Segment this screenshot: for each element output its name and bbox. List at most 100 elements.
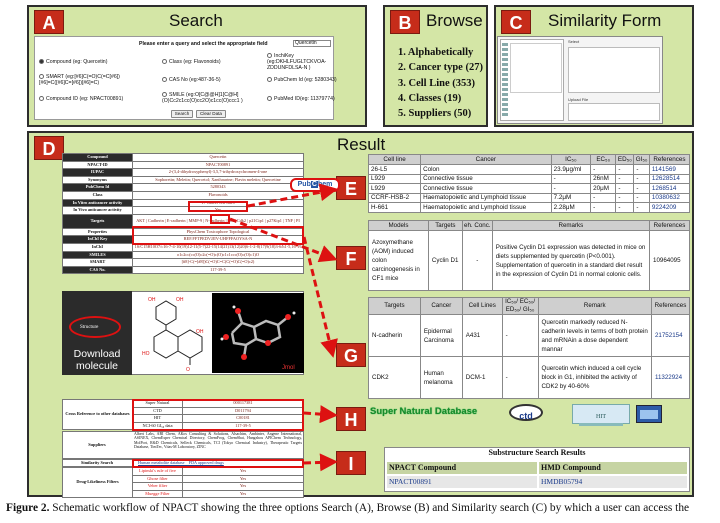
info-key: Properties bbox=[62, 227, 133, 237]
option-smile[interactable]: SMILE (eg:O[C@@H]1[C@H](O)Cc2c1cc(O)cc2O… bbox=[162, 92, 243, 104]
highlight-targets bbox=[132, 226, 304, 245]
option-pubmed[interactable]: PubMed ID(eg: 11379774) bbox=[267, 96, 335, 102]
option-class[interactable]: Class (eg: Flavonoids) bbox=[162, 59, 221, 65]
info-key: Targets bbox=[62, 213, 133, 229]
info-value[interactable]: 5280343 bbox=[132, 183, 304, 192]
search-button[interactable]: Search bbox=[171, 110, 193, 118]
panel-letter-i: I bbox=[336, 451, 366, 475]
crossref-label: Cross Reference to other databases bbox=[62, 398, 133, 431]
info-key: In Vitro anticancer activity bbox=[62, 198, 133, 208]
column-header: GI₅₀ bbox=[633, 154, 650, 165]
table-cell: Cyclin D1 bbox=[427, 230, 463, 291]
reference-link[interactable]: 12628514 bbox=[648, 173, 691, 184]
figure-caption: Figure 2. Schematic workflow of NPACT sh… bbox=[6, 502, 689, 514]
table-cell: CDK2 bbox=[368, 356, 421, 399]
reference-link[interactable]: 10380632 bbox=[648, 192, 691, 203]
hit-logo[interactable]: HIT bbox=[572, 404, 630, 426]
column-header: EC₅₀ bbox=[590, 154, 617, 165]
pubchem-logo[interactable]: PubChem bbox=[290, 178, 340, 192]
info-row: CAS No.117-39-5 bbox=[62, 265, 304, 275]
panel-letter-c: C bbox=[501, 10, 531, 34]
info-value: NPACT00891 bbox=[132, 160, 304, 170]
caption-text: Schematic workflow of NPACT showing the … bbox=[49, 502, 690, 514]
clear-data-button[interactable]: Clear Data bbox=[196, 110, 226, 118]
info-value: Sophoretin; Meletin; Quercetol; Xanthaur… bbox=[132, 175, 304, 185]
table-cell: Positive Cyclin D1 expression was detect… bbox=[491, 230, 651, 291]
browse-cell-line[interactable]: 3. Cell Line (353) bbox=[398, 77, 475, 89]
table-cell: Quercetin markedly reduced N-cadherin le… bbox=[537, 314, 652, 357]
sim-canvas[interactable] bbox=[510, 43, 562, 93]
info-key: InChI Key bbox=[62, 235, 133, 244]
info-value: 117-39-5 bbox=[132, 265, 304, 275]
info-key: NPACT-ID bbox=[62, 160, 133, 170]
column-header: IC₅₀ bbox=[550, 154, 592, 165]
caption-label: Figure 2. bbox=[6, 502, 50, 514]
table-cell: - bbox=[550, 173, 592, 184]
info-key: Muegge Filter bbox=[132, 489, 183, 499]
substructure-npact-link[interactable]: NPACT00891 bbox=[387, 476, 537, 488]
option-cas[interactable]: CAS No (eg:487-36-5) bbox=[162, 77, 221, 83]
browse-title: Browse bbox=[426, 11, 483, 30]
table-cell: Connective tissue bbox=[420, 173, 552, 184]
info-value: Flavonoids bbox=[132, 190, 304, 200]
panel-letter-a: A bbox=[34, 10, 64, 34]
browse-alphabetically[interactable]: 1. Alphabetically bbox=[398, 47, 474, 58]
reference-link[interactable]: 21752154 bbox=[650, 314, 691, 357]
search-input[interactable]: Quercetin bbox=[293, 40, 331, 47]
nci-logo[interactable] bbox=[636, 405, 662, 423]
info-value: Yes bbox=[182, 474, 304, 484]
column-header: eh. Conc. bbox=[461, 220, 493, 231]
table-cell: H-661 bbox=[367, 202, 422, 213]
table-cell: Connective tissue bbox=[420, 183, 552, 194]
info-key: Lipinski's rule of five bbox=[132, 467, 183, 476]
info-key: Ghose filter bbox=[132, 474, 183, 484]
option-compound-id[interactable]: Compound ID (eg: NPACT00891) bbox=[39, 96, 123, 102]
browse-suppliers[interactable]: 5. Suppliers (50) bbox=[398, 108, 472, 120]
download-molecule-label[interactable]: Download molecule bbox=[73, 348, 121, 372]
column-header: IC₅₀/ EC₅₀/ ED₅₀/ GI₅₀ bbox=[501, 297, 539, 315]
option-pubchem[interactable]: PubChem Id (eg: 5280343) bbox=[267, 77, 337, 83]
similarity-search-links[interactable]: Human metabolite database FDA approved d… bbox=[138, 460, 224, 465]
option-smart[interactable]: SMART (eg:[#6]C(=O)C(=C[#6])[#6]=C([#6]C… bbox=[39, 74, 120, 86]
option-inchikey[interactable]: InchiKey (eg:DKHLFUGLTCKVOA-ZDDUNFDLSA-N… bbox=[267, 53, 327, 71]
reference-link[interactable]: 10964095 bbox=[649, 230, 690, 291]
table-cell: 26nM bbox=[590, 173, 617, 184]
info-key: InChI bbox=[62, 242, 133, 252]
table-cell: 20μM bbox=[590, 183, 617, 194]
reference-link[interactable]: 1141569 bbox=[648, 164, 691, 175]
sim-tool-strip bbox=[502, 43, 508, 117]
sim-tab-upload[interactable]: Upload File bbox=[568, 97, 589, 102]
substructure-hmd-link[interactable]: HMDB05794 bbox=[539, 476, 687, 488]
reference-link[interactable]: 11322924 bbox=[650, 356, 691, 399]
column-header: References bbox=[649, 220, 690, 231]
option-compound[interactable]: Compound (eg: Quercetin) bbox=[39, 59, 107, 65]
ctd-logo[interactable]: ctd bbox=[509, 404, 543, 421]
info-value: [#8]-C(=[#8])C(=O)C=C(C(=O)C(=O)c2) bbox=[132, 258, 304, 267]
table-cell: - bbox=[633, 192, 650, 203]
table-cell: CCRF-HSB-2 bbox=[367, 192, 422, 203]
radio-icon bbox=[162, 77, 167, 83]
highlight-invivo bbox=[210, 214, 230, 224]
browse-classes[interactable]: 4. Classes (19) bbox=[398, 92, 462, 104]
sim-tab-select[interactable]: Select bbox=[568, 39, 580, 44]
svg-text:OH: OH bbox=[148, 297, 156, 303]
info-key: PubChem Id bbox=[62, 183, 133, 192]
druglikeness-label: Drug-Likeliness Filters bbox=[62, 466, 133, 499]
reference-link[interactable]: 9224209 bbox=[648, 202, 691, 213]
column-header: References bbox=[650, 297, 691, 315]
supernatural-logo[interactable]: Super Natural Database bbox=[370, 406, 478, 417]
reference-link[interactable]: 1268514 bbox=[648, 183, 691, 194]
jmol-3d-viewer[interactable]: Jmol bbox=[212, 293, 304, 373]
panel-letter-h: H bbox=[336, 407, 366, 431]
table-cell: Human melanoma bbox=[419, 356, 463, 399]
info-value: Yes bbox=[182, 482, 304, 491]
table-cell: L929 bbox=[367, 173, 422, 184]
browse-cancer-type[interactable]: 2. Cancer type (27) bbox=[398, 62, 483, 74]
